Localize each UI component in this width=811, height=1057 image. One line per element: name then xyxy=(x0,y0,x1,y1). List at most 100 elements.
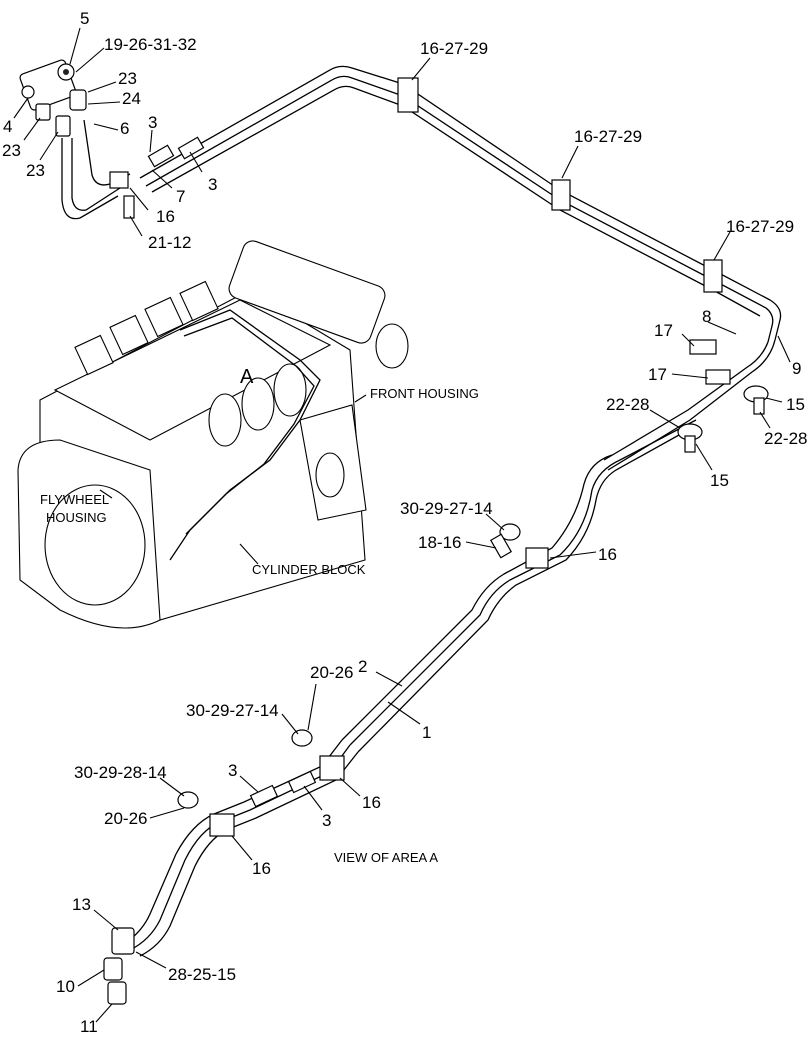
leader-front-housing xyxy=(354,394,367,403)
callout-18-16: 18-16 xyxy=(418,533,461,552)
flywheel-opening xyxy=(44,484,146,606)
callout-23-b: 23 xyxy=(2,141,21,160)
callout-20-26-b: 20-26 xyxy=(104,809,147,828)
leader-11 xyxy=(95,1003,113,1023)
leader-3-d xyxy=(303,785,323,811)
leader-28-25-15 xyxy=(135,951,167,969)
cyl-head-3 xyxy=(144,296,184,338)
leader-7 xyxy=(151,169,173,189)
callout-16-b: 16 xyxy=(598,545,617,564)
port-cover-2 xyxy=(241,377,275,431)
stud-18-16 xyxy=(489,533,513,559)
callout-11: 11 xyxy=(80,1017,98,1036)
clamp-16-27-29-b xyxy=(551,179,571,211)
fitting-3-b xyxy=(177,136,205,160)
valve-assembly xyxy=(19,59,87,137)
bolt-30-29-27-14-b xyxy=(291,729,313,747)
tube-left-drop-1 xyxy=(61,138,119,220)
callout-22-28-b: 22-28 xyxy=(764,429,807,448)
callout-15-a: 15 xyxy=(786,395,805,414)
callout-30-29-27-14-b: 30-29-27-14 xyxy=(186,701,279,720)
callout-9: 9 xyxy=(792,359,801,378)
starter-motor xyxy=(228,240,386,344)
callout-19-26-31-32: 19-26-31-32 xyxy=(104,35,197,54)
leader-23-c xyxy=(39,131,59,161)
tube-diagonal-1 xyxy=(349,419,697,746)
leader-30-29-27-14-b xyxy=(281,713,299,735)
connector-23b xyxy=(55,115,71,137)
callout-2: 2 xyxy=(358,657,367,676)
callout-16-d: 16 xyxy=(252,859,271,878)
caption-view-title: VIEW OF AREA A xyxy=(334,850,438,865)
leader-24 xyxy=(87,101,121,105)
tube-diagonal-2 xyxy=(357,429,689,753)
leader-23-a xyxy=(87,81,117,93)
leader-13 xyxy=(93,909,119,931)
bolt-22-28-right xyxy=(753,397,765,415)
leader-18-16 xyxy=(465,541,497,549)
bolt-30-29-28-14 xyxy=(177,791,199,809)
leader-20-26-b xyxy=(149,807,185,819)
fitting-11 xyxy=(107,981,127,1005)
engine-head xyxy=(53,299,332,441)
elbow-24 xyxy=(69,89,87,111)
fitting-4 xyxy=(21,85,35,99)
bolt-22-28-mid xyxy=(684,435,696,453)
caption-flywheel-housing-1: FLYWHEEL xyxy=(40,492,109,507)
fitting-3-a xyxy=(147,144,175,168)
fitting-10 xyxy=(103,957,123,981)
callout-6: 6 xyxy=(120,119,129,138)
callout-3-a: 3 xyxy=(148,113,157,132)
leader-16-d xyxy=(231,835,253,861)
leader-1 xyxy=(387,701,421,725)
stud-21-12 xyxy=(123,195,135,219)
port-cover-3 xyxy=(273,363,307,417)
clamp-16-27-29-c xyxy=(703,259,723,293)
callout-17-b: 17 xyxy=(648,365,667,384)
front-housing-boss xyxy=(315,452,345,498)
leader-16-27-29-c xyxy=(713,231,731,261)
bolt-30-29-27-14-a xyxy=(499,523,521,541)
callout-22-28-a: 22-28 xyxy=(606,395,649,414)
tube-right-2 xyxy=(603,341,769,461)
leader-9 xyxy=(777,335,791,363)
leader-22-28-b xyxy=(759,411,771,429)
leader-16-b xyxy=(549,551,597,559)
callout-24: 24 xyxy=(122,89,141,108)
callout-3-b: 3 xyxy=(208,175,217,194)
leader-16-c xyxy=(339,777,361,797)
captions: FRONT HOUSING FLYWHEEL HOUSING CYLINDER … xyxy=(40,366,479,865)
callout-23-c: 23 xyxy=(26,161,45,180)
leader-cylinder-block xyxy=(239,543,259,565)
leader-19-26-31-32 xyxy=(75,47,105,73)
engine-leaders xyxy=(99,394,367,565)
leader-3-a xyxy=(149,129,153,153)
fitting-3-c xyxy=(249,784,279,808)
leader-17-a xyxy=(681,333,695,347)
clamp-16-27-29-a xyxy=(397,77,419,113)
leader-2 xyxy=(375,671,403,687)
callout-16-27-29-a: 16-27-29 xyxy=(420,39,488,58)
leader-5 xyxy=(69,27,81,65)
clamp-16-mid xyxy=(525,547,549,569)
callout-8: 8 xyxy=(702,307,711,326)
leader-3-b xyxy=(189,151,203,173)
callout-1: 1 xyxy=(422,723,431,742)
tube-lower-2 xyxy=(139,751,359,957)
leader-6 xyxy=(93,123,119,131)
leader-22-28-a xyxy=(649,409,681,429)
callout-30-29-27-14-a: 30-29-27-14 xyxy=(400,499,493,518)
leader-21-12 xyxy=(129,215,143,237)
connector-13 xyxy=(111,927,135,955)
clamp-16-left xyxy=(109,171,129,189)
engine-illustration xyxy=(17,240,409,629)
leader-20-26-a xyxy=(307,683,317,731)
tube-upper-3 xyxy=(151,85,761,317)
leader-16-a xyxy=(129,187,149,211)
cyl-head-1 xyxy=(74,334,114,376)
clamp-16-bottom xyxy=(209,813,235,837)
callout-17-a: 17 xyxy=(654,321,673,340)
callout-16-27-29-b: 16-27-29 xyxy=(574,127,642,146)
callout-20-26-a: 20-26 xyxy=(310,663,353,682)
